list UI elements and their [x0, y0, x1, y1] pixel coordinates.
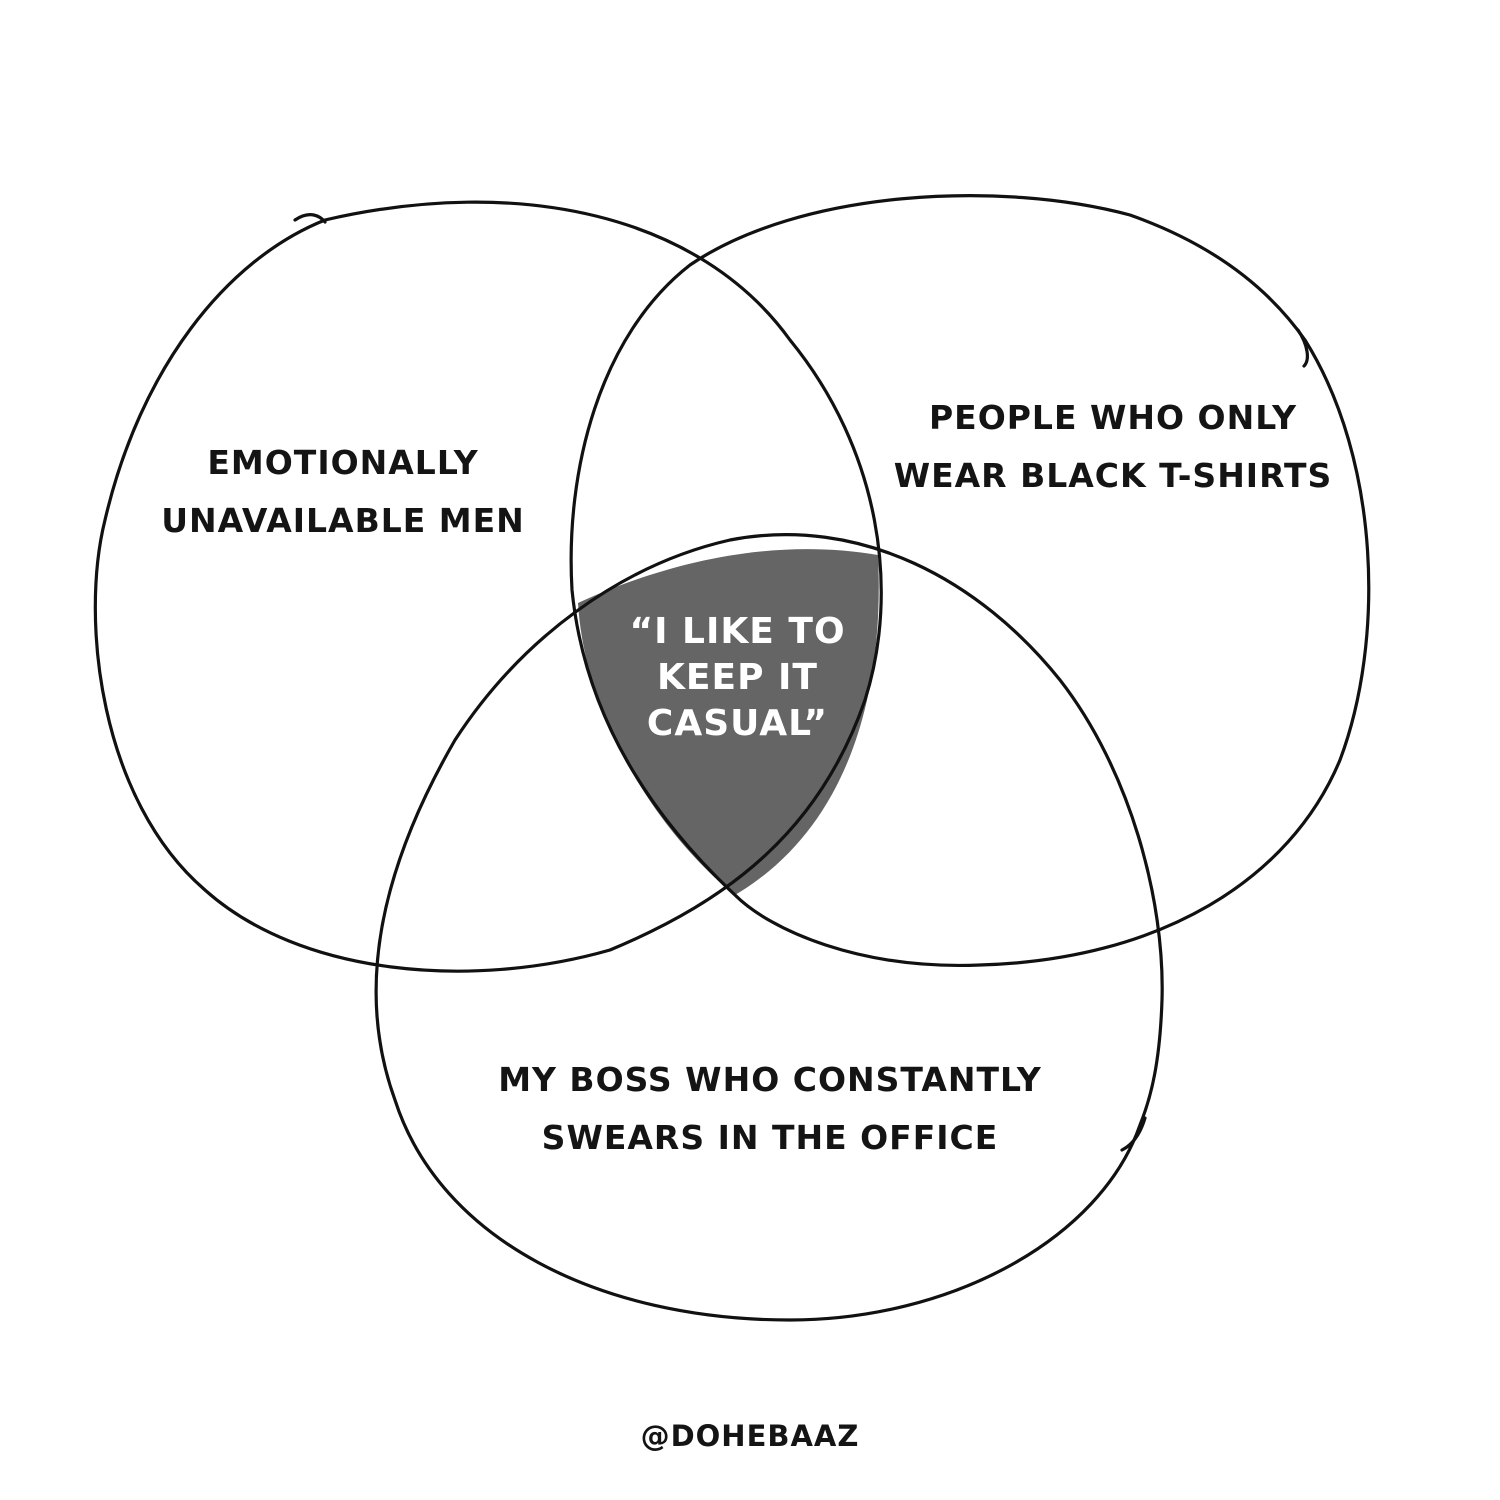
- label-b-line-2: WEAR BLACK T-SHIRTS: [893, 456, 1333, 495]
- center-intersection-fill: [578, 549, 879, 895]
- center-line-1: “I LIKE TO: [629, 611, 846, 652]
- label-a-line-2: UNAVAILABLE MEN: [161, 501, 525, 540]
- label-a-line-1: EMOTIONALLY: [207, 443, 479, 482]
- center-line-2: KEEP IT: [657, 657, 818, 698]
- center-line-3: CASUAL”: [646, 703, 829, 744]
- label-center-intersection: “I LIKE TO KEEP IT CASUAL”: [600, 609, 875, 747]
- label-boss-swears: MY BOSS WHO CONSTANTLY SWEARS IN THE OFF…: [460, 1051, 1080, 1167]
- circle-c-sketch-tail: [1120, 1116, 1147, 1152]
- label-emotionally-unavailable-men: EMOTIONALLY UNAVAILABLE MEN: [143, 434, 543, 550]
- circle-b-sketch-tail: [1296, 328, 1309, 368]
- circle-emotionally-unavailable-men: [93, 200, 883, 973]
- circle-a-sketch-tail: [293, 213, 327, 224]
- author-credit: @DOHEBAAZ: [640, 1419, 860, 1453]
- label-c-line-2: SWEARS IN THE OFFICE: [541, 1118, 999, 1157]
- label-black-t-shirts: PEOPLE WHO ONLY WEAR BLACK T-SHIRTS: [868, 389, 1358, 505]
- circle-black-t-shirts: [569, 194, 1371, 968]
- label-b-line-1: PEOPLE WHO ONLY: [928, 398, 1298, 437]
- circle-boss-swears: [374, 533, 1164, 1322]
- label-c-line-1: MY BOSS WHO CONSTANTLY: [498, 1060, 1042, 1099]
